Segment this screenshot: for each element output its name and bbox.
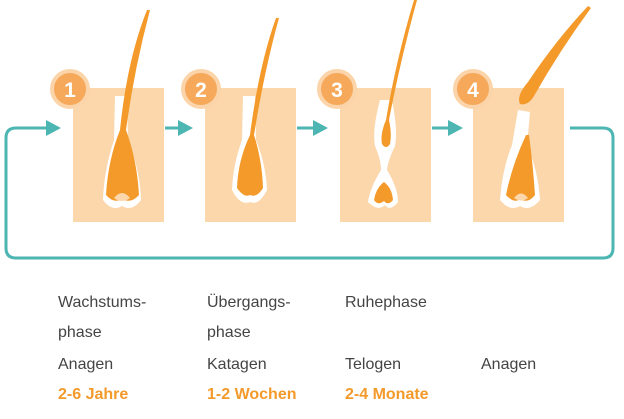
phase-1-name: Wachstums- phase [58, 294, 147, 341]
papilla [114, 193, 130, 201]
new-hair-shaft [506, 135, 535, 201]
phase-4-badge: 4 [453, 69, 493, 109]
phase-1-stage: Anagen [58, 356, 114, 373]
phase-3-stage: Telogen [345, 356, 402, 373]
cycle-loop-line [4, 126, 615, 260]
follicle-outline [368, 100, 398, 208]
phase-3-duration: 2-4 Monate [345, 386, 429, 403]
phase-3-illustration [340, 0, 431, 222]
arrow-into-phase-1 [46, 120, 61, 136]
arrow-1-to-2 [165, 120, 193, 136]
phase-4-illustration [473, 6, 591, 222]
phase-3-badge: 3 [317, 69, 357, 109]
phase-1-number: 1 [64, 79, 76, 102]
phase-1-badge: 1 [50, 69, 90, 109]
hair-shaft [106, 10, 150, 201]
old-hair-shaft [519, 6, 591, 105]
phase-2-number: 2 [195, 79, 207, 102]
hair-shaft [237, 18, 279, 196]
papilla [514, 193, 528, 201]
phase-2-name: Übergangs- phase [207, 294, 291, 341]
hair-shaft [381, 0, 417, 147]
phase-2-badge: 2 [181, 69, 221, 109]
phase-1-duration: 2-6 Jahre [58, 386, 129, 403]
phase-4-number: 4 [467, 79, 479, 102]
phase-4-stage: Anagen [481, 356, 537, 373]
phase-3-info: Ruhephase Telogen 2-4 Monate [345, 288, 480, 403]
phase-3-number: 3 [331, 79, 343, 102]
phase-2-duration: 1-2 Wochen [207, 386, 297, 403]
phase-2-illustration [205, 18, 296, 222]
phase-1-illustration [73, 10, 164, 222]
phase-2-info: Übergangs- phase Katagen 1-2 Wochen [207, 288, 342, 403]
detached-bulb [374, 182, 393, 204]
arrow-3-to-4 [432, 120, 463, 136]
phase-2-stage: Katagen [207, 356, 267, 373]
arrow-2-to-3 [297, 120, 328, 136]
phase-3-name: Ruhephase [345, 294, 427, 311]
phase-1-info: Wachstums- phase Anagen 2-6 Jahre [58, 288, 193, 403]
hair-cycle-diagram: 1 2 3 4 [4, 0, 615, 260]
